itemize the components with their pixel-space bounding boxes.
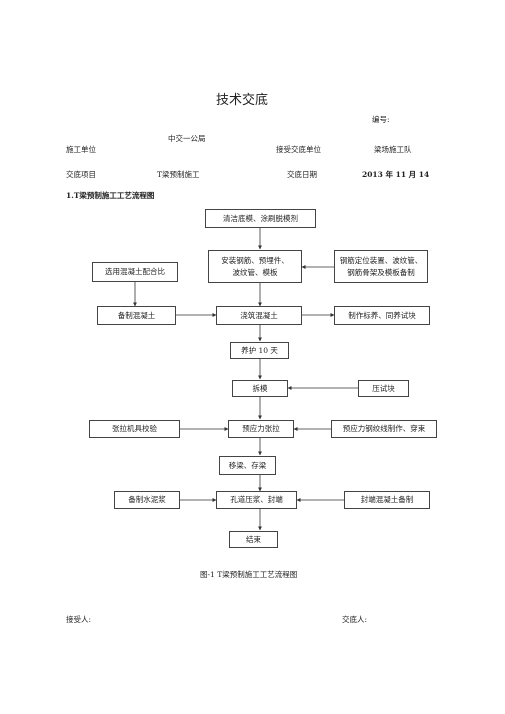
cement-paste-label: 备制水泥浆 [128, 495, 166, 504]
install-box: 安装钢筋、预埋件、 波纹管、模板 [208, 250, 302, 283]
receiver-label: 接受人: [66, 615, 92, 624]
clean-base-box: 清洁底模、涂刷脱模剂 [205, 209, 316, 228]
calibrate-box: 张拉机具校验 [89, 420, 180, 438]
rebar-prep-label-line2: 钢筋骨架及模板备制 [347, 267, 415, 277]
press-block-box: 压试块 [358, 380, 409, 397]
number-label: 编号: [372, 115, 390, 124]
specimen-label: 制作标养、同养试块 [348, 310, 416, 320]
specimen-box: 制作标养、同养试块 [334, 306, 430, 325]
figure-caption: 图-1 T梁预制施工工艺流程图 [200, 570, 298, 579]
mix-ratio-box: 选用混凝土配合比 [92, 262, 178, 282]
item-label: 交底项目 [66, 170, 96, 179]
receiving-unit-value: 梁场施工队 [374, 145, 412, 154]
grout-label: 孔道压浆、封端 [230, 495, 283, 504]
clean-base-label: 清洁底模、涂刷脱模剂 [223, 213, 298, 223]
strand-label: 预应力钢绞线制作、穿束 [342, 424, 426, 433]
press-block-label: 压试块 [372, 383, 395, 393]
prepare-concrete-label: 备制混凝土 [117, 310, 156, 320]
date-label: 交底日期 [287, 170, 317, 179]
rebar-prep-box: 钢筋定位装置、波纹管、 钢筋骨架及模板备制 [334, 250, 428, 283]
prestress-label: 预应力张拉 [242, 424, 280, 433]
seal-concrete-box: 封端混凝土备制 [344, 491, 430, 509]
mix-ratio-label: 选用混凝土配合比 [105, 267, 165, 276]
calibrate-label: 张拉机具校验 [112, 424, 157, 433]
prestress-box: 预应力张拉 [228, 420, 294, 438]
end-label: 结束 [246, 534, 261, 544]
cement-paste-box: 备制水泥浆 [114, 491, 180, 509]
pour-concrete-label: 浇筑混凝土 [240, 310, 278, 320]
construction-unit-label: 施工单位 [66, 145, 96, 154]
prepare-concrete-box: 备制混凝土 [97, 306, 176, 325]
seal-concrete-label: 封端混凝土备制 [360, 495, 414, 504]
strand-box: 预应力钢绞线制作、穿束 [331, 420, 437, 438]
date-value: 2013 年 11 月 14 [362, 170, 430, 179]
cure-box: 养护 10 天 [230, 342, 289, 359]
install-label-line2: 波纹管、模板 [232, 267, 278, 277]
receiving-unit-label: 接受交底单位 [276, 145, 321, 154]
install-label-line1: 安装钢筋、预埋件、 [221, 255, 289, 265]
move-beam-label: 移梁、存梁 [228, 460, 267, 470]
cure-label: 养护 10 天 [241, 345, 278, 355]
discloser-label: 交底人: [342, 615, 368, 624]
section-heading: 1.T梁预制施工工艺流程图 [66, 191, 155, 200]
grout-box: 孔道压浆、封端 [216, 491, 297, 509]
pour-concrete-box: 浇筑混凝土 [216, 306, 302, 325]
item-value: T梁预制施工 [157, 170, 200, 179]
move-beam-box: 移梁、存梁 [219, 456, 276, 475]
demold-label: 拆模 [252, 383, 268, 393]
construction-unit-value: 中交一公局 [168, 134, 206, 143]
end-box: 结束 [229, 531, 278, 548]
demold-box: 拆模 [232, 380, 288, 397]
page-title: 技术交底 [216, 93, 269, 108]
rebar-prep-label-line1: 钢筋定位装置、波纹管、 [339, 255, 423, 265]
